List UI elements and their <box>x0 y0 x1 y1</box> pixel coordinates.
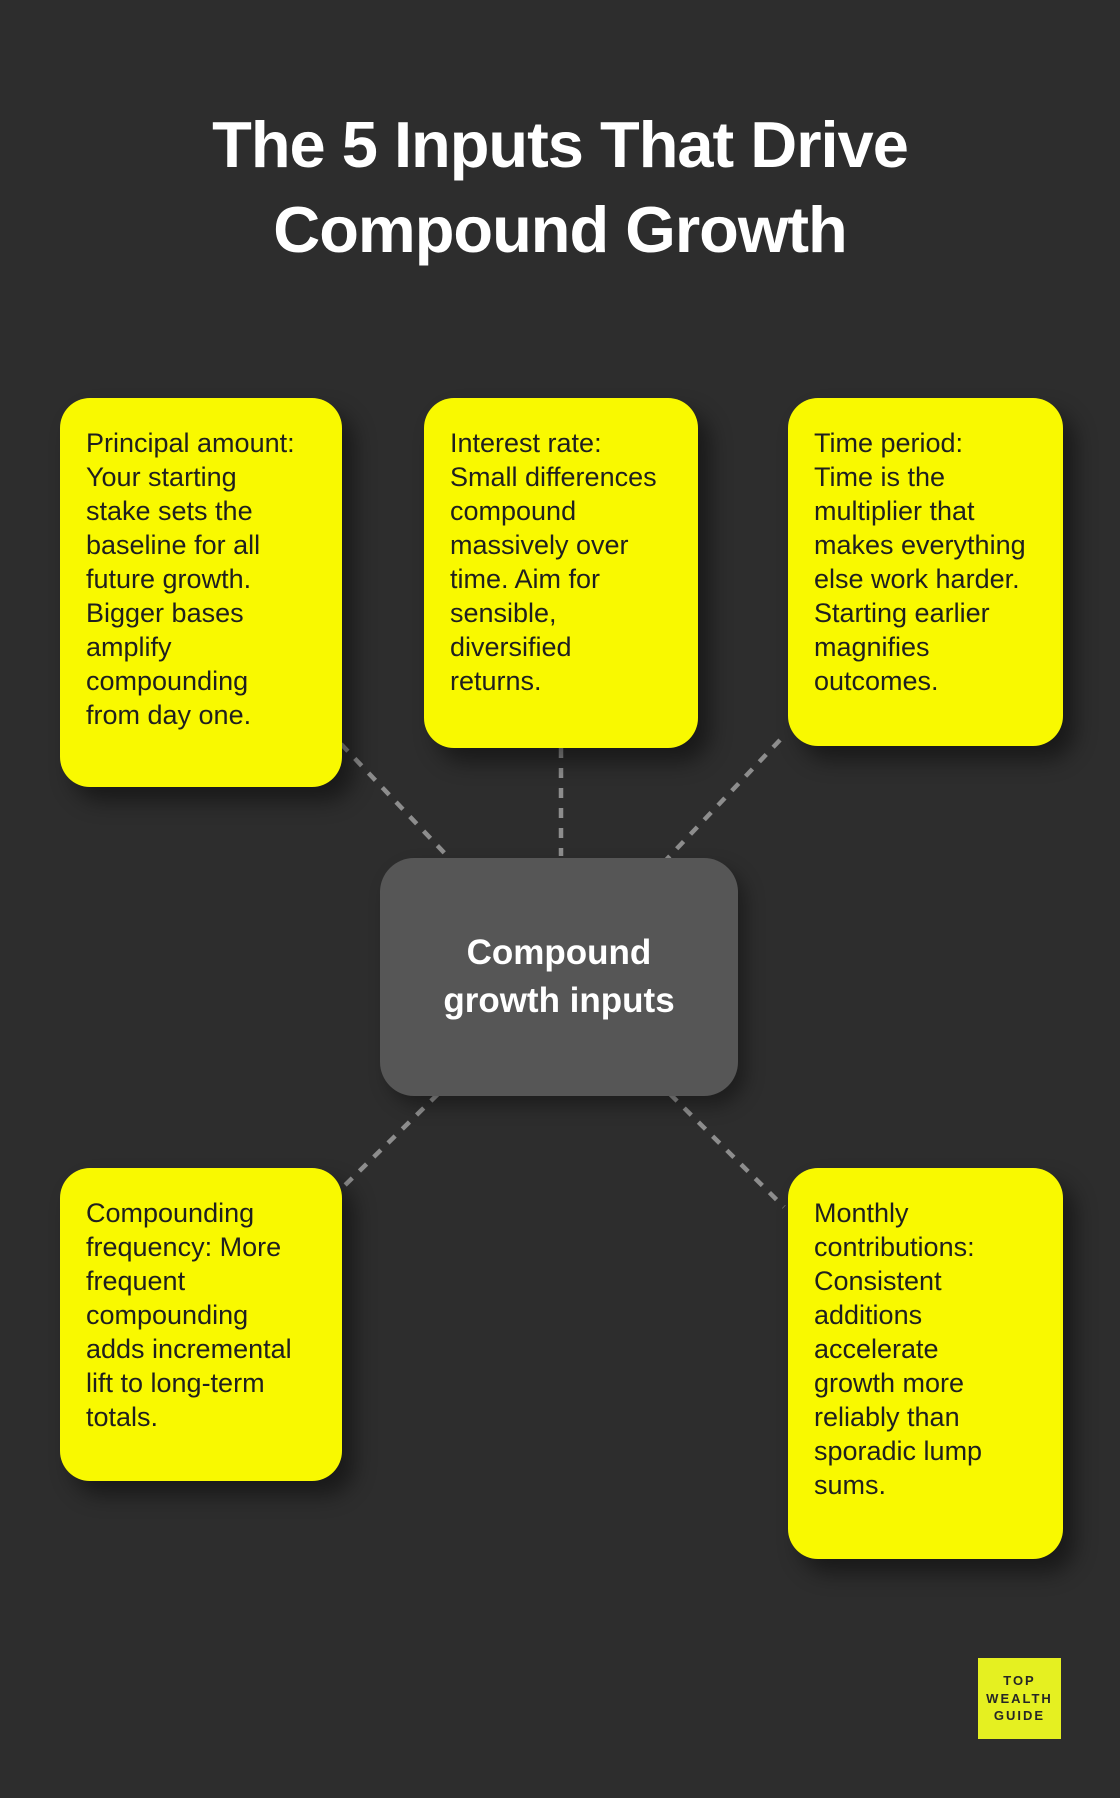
node-monthly-contributions: Monthly contributions: Consistent additi… <box>788 1168 1063 1559</box>
logo-text: TOP WEALTH GUIDE <box>986 1673 1053 1724</box>
connector-principal-amount <box>339 742 454 863</box>
node-principal-amount: Principal amount: Your starting stake se… <box>60 398 342 787</box>
connector-time-period <box>664 738 782 862</box>
center-node-label: Compound growth inputs <box>443 933 675 1020</box>
top-wealth-guide-logo: TOP WEALTH GUIDE <box>978 1658 1061 1739</box>
node-compounding-frequency: Compounding frequency: More frequent com… <box>60 1168 342 1481</box>
center-node: Compound growth inputs <box>380 858 738 1096</box>
node-interest-rate: Interest rate: Small differences compoun… <box>424 398 698 748</box>
connector-compounding-frequency <box>334 1092 440 1196</box>
page-title: The 5 Inputs That Drive Compound Growth <box>212 108 909 266</box>
connector-monthly-contributions <box>668 1092 786 1209</box>
node-time-period: Time period: Time is the multiplier that… <box>788 398 1063 746</box>
